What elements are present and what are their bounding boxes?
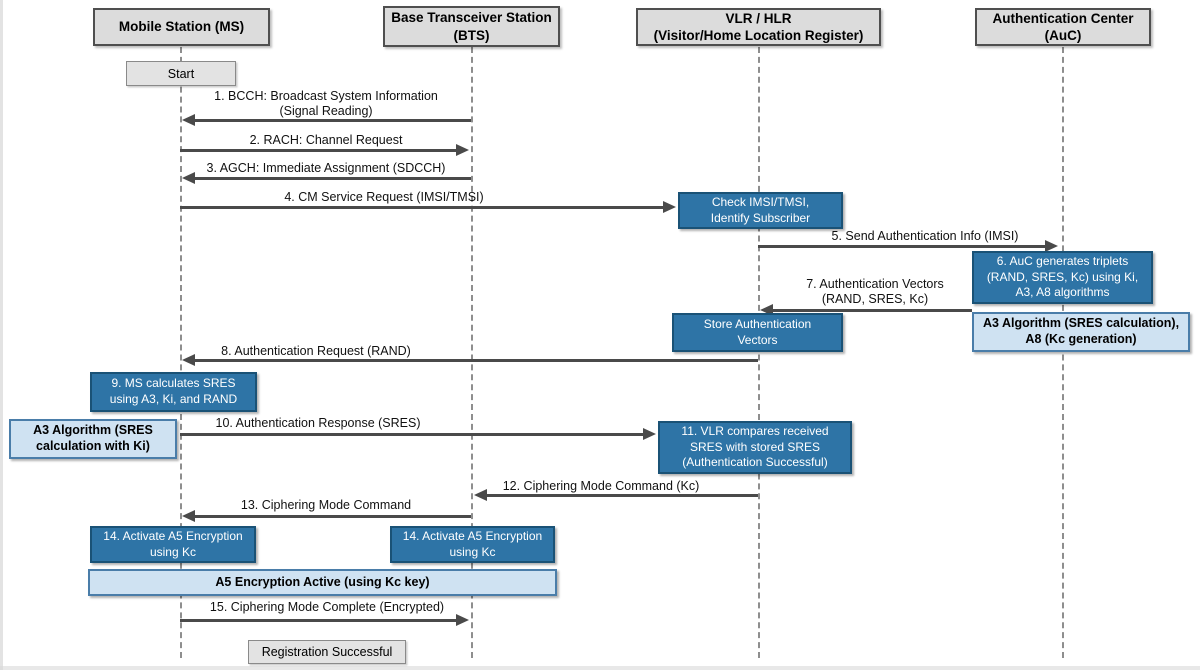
note-box-a3-ms: A3 Algorithm (SRES calculation with Ki) [9, 419, 177, 459]
message-arrow-line-3 [193, 177, 471, 180]
message-arrowhead-5 [1045, 240, 1058, 252]
message-arrowhead-12 [474, 489, 487, 501]
message-arrow-line-5 [758, 245, 1047, 248]
message-arrowhead-13 [182, 510, 195, 522]
message-arrow-line-12 [485, 494, 758, 497]
message-label-10: 10. Authentication Response (SRES) [215, 416, 421, 430]
message-label-1: 1. BCCH: Broadcast System Information (S… [214, 89, 438, 118]
message-arrow-line-15 [180, 619, 458, 622]
action-box-vlr-compare: 11. VLR compares received SRES with stor… [658, 421, 852, 474]
registration-successful-box: Registration Successful [248, 640, 406, 664]
message-label-2: 2. RACH: Channel Request [249, 133, 403, 147]
message-arrowhead-15 [456, 614, 469, 626]
message-label-3: 3. AGCH: Immediate Assignment (SDCCH) [206, 161, 446, 175]
message-label-13: 13. Ciphering Mode Command [240, 498, 412, 512]
message-arrow-line-13 [193, 515, 471, 518]
message-arrow-line-2 [180, 149, 458, 152]
message-arrowhead-1 [182, 114, 195, 126]
message-arrowhead-2 [456, 144, 469, 156]
message-arrowhead-10 [643, 428, 656, 440]
message-arrow-line-8 [193, 359, 758, 362]
left-edge-strip [0, 0, 3, 670]
message-label-7: 7. Authentication Vectors (RAND, SRES, K… [806, 277, 944, 306]
actor-header-ms: Mobile Station (MS) [93, 8, 270, 46]
message-arrowhead-8 [182, 354, 195, 366]
actor-header-bts: Base Transceiver Station (BTS) [383, 6, 560, 47]
lifeline-bts [471, 47, 473, 658]
message-arrowhead-3 [182, 172, 195, 184]
action-box-auc-triplets: 6. AuC generates triplets (RAND, SRES, K… [972, 251, 1153, 304]
action-box-activate-a5-bts: 14. Activate A5 Encryption using Kc [390, 526, 555, 563]
lifeline-ms [180, 47, 182, 658]
message-arrow-line-7 [771, 309, 972, 312]
message-label-12: 12. Ciphering Mode Command (Kc) [502, 479, 700, 493]
message-arrow-line-4 [180, 206, 665, 209]
action-box-store-vectors: Store Authentication Vectors [672, 313, 843, 352]
message-label-15: 15. Ciphering Mode Complete (Encrypted) [209, 600, 445, 614]
message-arrow-line-10 [180, 433, 645, 436]
bottom-edge-strip [0, 666, 1200, 670]
message-label-5: 5. Send Authentication Info (IMSI) [831, 229, 1019, 243]
message-arrow-line-1 [193, 119, 471, 122]
start-box: Start [126, 61, 236, 86]
message-label-8: 8. Authentication Request (RAND) [221, 344, 411, 358]
message-arrowhead-4 [663, 201, 676, 213]
note-box-a3-a8-auc: A3 Algorithm (SRES calculation), A8 (Kc … [972, 312, 1190, 352]
lifeline-auc [1062, 47, 1064, 658]
actor-header-vlr: VLR / HLR (Visitor/Home Location Registe… [636, 8, 881, 46]
actor-header-auc: Authentication Center (AuC) [975, 8, 1151, 46]
action-box-check-imsi: Check IMSI/TMSI, Identify Subscriber [678, 192, 843, 229]
note-box-a5-active: A5 Encryption Active (using Kc key) [88, 569, 557, 596]
message-label-4: 4. CM Service Request (IMSI/TMSI) [284, 190, 484, 204]
action-box-ms-calc-sres: 9. MS calculates SRES using A3, Ki, and … [90, 372, 257, 412]
action-box-activate-a5-ms: 14. Activate A5 Encryption using Kc [90, 526, 256, 563]
lifeline-vlr [758, 47, 760, 658]
